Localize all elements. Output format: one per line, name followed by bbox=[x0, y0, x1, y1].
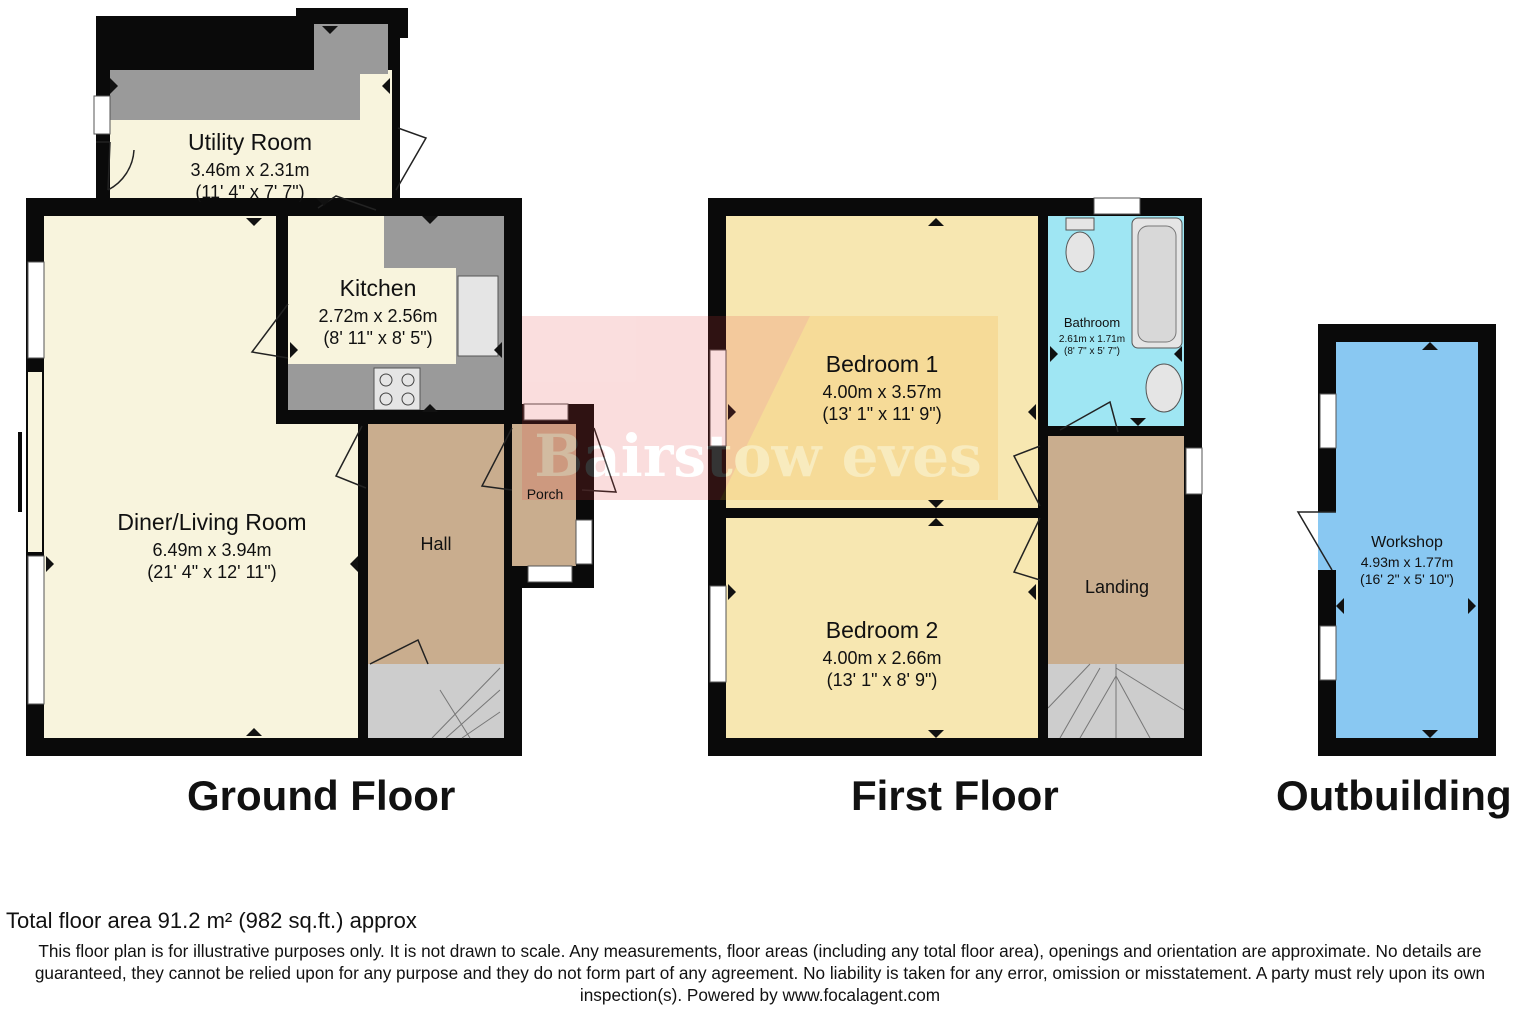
window-icon bbox=[1319, 625, 1337, 681]
window-icon bbox=[1319, 393, 1337, 449]
outbuilding-title: Outbuilding bbox=[1276, 772, 1512, 819]
room-size-metric: 4.00m x 3.57m bbox=[822, 382, 941, 402]
basin-icon bbox=[1145, 363, 1183, 413]
room-name: Bathroom bbox=[1064, 315, 1120, 330]
door-icon bbox=[369, 638, 429, 665]
hob-icon bbox=[373, 367, 421, 411]
window-icon bbox=[1093, 197, 1141, 215]
room-name: Bedroom 1 bbox=[826, 351, 939, 377]
ground-floor-title: Ground Floor bbox=[187, 772, 456, 819]
room-name: Utility Room bbox=[188, 129, 312, 155]
ground-floor-plan bbox=[18, 8, 618, 756]
room-name: Bedroom 2 bbox=[826, 617, 939, 643]
sink-icon bbox=[457, 275, 499, 357]
dimension-arrows bbox=[1336, 342, 1476, 738]
door-icon bbox=[1059, 400, 1119, 433]
room-name: Workshop bbox=[1371, 534, 1443, 551]
room-size-metric: 6.49m x 3.94m bbox=[152, 540, 271, 560]
workshop-floor bbox=[1336, 342, 1478, 738]
disclaimer: This floor plan is for illustrative purp… bbox=[34, 941, 1486, 1005]
window-icon bbox=[93, 95, 111, 135]
outbuilding-plan bbox=[1296, 324, 1496, 756]
first-floor-title: First Floor bbox=[851, 772, 1059, 819]
first-floor-plan bbox=[708, 197, 1203, 756]
room-size-imperial: (16' 2" x 5' 10") bbox=[1360, 571, 1454, 587]
room-size-metric: 4.00m x 2.66m bbox=[822, 648, 941, 668]
door-icon bbox=[395, 127, 428, 191]
room-size-metric: 3.46m x 2.31m bbox=[190, 160, 309, 180]
utility-worktop bbox=[110, 70, 360, 120]
room-size-imperial: (13' 1" x 11' 9") bbox=[822, 404, 941, 424]
toilet-icon bbox=[1065, 231, 1095, 273]
watermark: Bairstow eves bbox=[522, 316, 998, 500]
door-icon bbox=[96, 141, 135, 191]
door-icon bbox=[250, 303, 289, 359]
room-labels: Utility Room 3.46m x 2.31m (11' 4" x 7' … bbox=[117, 129, 1454, 690]
door-icon bbox=[1012, 517, 1041, 581]
dimension-arrows bbox=[46, 26, 502, 736]
watermark-text: Bairstow eves bbox=[534, 422, 982, 490]
window-icon bbox=[27, 555, 45, 705]
window-icon bbox=[27, 261, 45, 359]
door-icon bbox=[1296, 511, 1336, 571]
room-size-imperial: (8' 11" x 8' 5") bbox=[323, 328, 432, 348]
room-name: Kitchen bbox=[340, 275, 417, 301]
porch-floor bbox=[512, 424, 576, 566]
cupboard bbox=[368, 664, 432, 738]
door-icon bbox=[1012, 445, 1041, 507]
total-floor-area: Total floor area 91.2 m² (982 sq.ft.) ap… bbox=[6, 908, 417, 933]
room-size-imperial: (8' 7" x 5' 7") bbox=[1064, 346, 1120, 357]
room-name: Hall bbox=[420, 534, 451, 554]
room-size-metric: 4.93m x 1.77m bbox=[1361, 554, 1454, 570]
room-name: Landing bbox=[1085, 577, 1149, 597]
room-size-imperial: (21' 4" x 12' 11") bbox=[147, 562, 276, 582]
room-size-metric: 2.72m x 2.56m bbox=[318, 306, 437, 326]
room-size-imperial: (11' 4" x 7' 7") bbox=[195, 182, 304, 202]
bedroom-2-floor bbox=[726, 518, 1038, 738]
room-size-metric: 2.61m x 1.71m bbox=[1059, 334, 1125, 345]
window-icon bbox=[709, 585, 727, 683]
room-name: Diner/Living Room bbox=[117, 509, 306, 535]
door-icon bbox=[334, 425, 367, 489]
door-icon bbox=[480, 427, 618, 493]
window-icon bbox=[709, 349, 727, 447]
dimension-arrows bbox=[728, 218, 1182, 738]
room-size-imperial: (13' 1" x 8' 9") bbox=[827, 670, 938, 690]
window-icon bbox=[1185, 447, 1203, 495]
room-name: Porch bbox=[527, 486, 564, 502]
bedroom-1-floor bbox=[726, 216, 1038, 508]
